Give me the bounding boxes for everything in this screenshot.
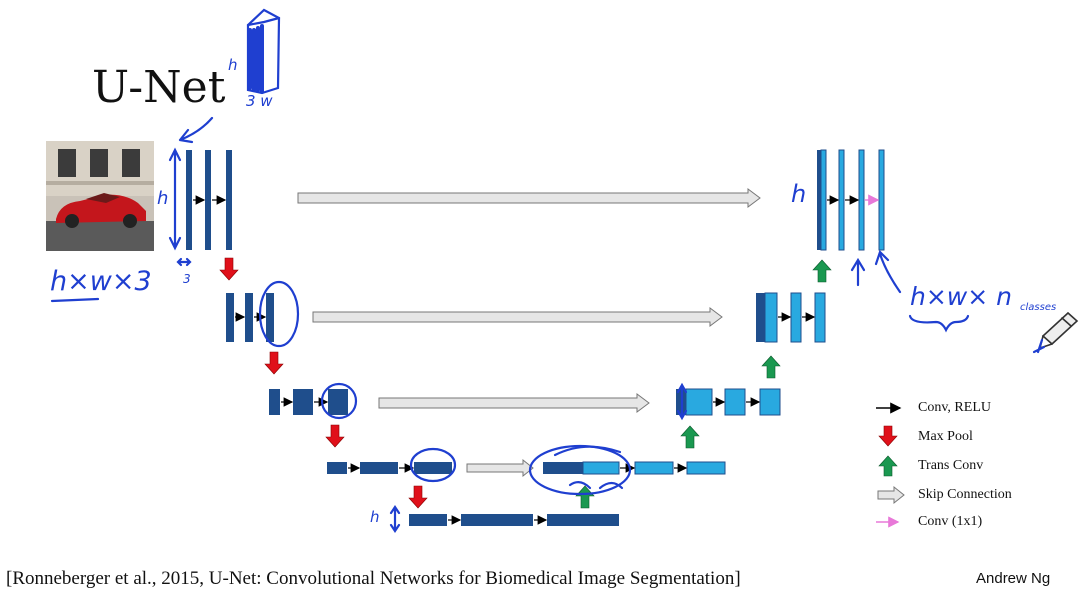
highlight-circle [409, 447, 457, 483]
encoder-block [461, 514, 533, 526]
skip-copy-block [756, 293, 765, 342]
trans-conv-arrow [761, 355, 781, 379]
cube-dims-label: 3 w [246, 92, 273, 110]
legend-skip-connection-icon [877, 485, 905, 505]
skip-connections [297, 188, 761, 478]
input-dims-label: h×w×3 [50, 266, 152, 297]
author-name: Andrew Ng [976, 570, 1051, 587]
max-pool-arrow [325, 424, 345, 448]
output-arrow [874, 249, 902, 294]
encoder-block [205, 150, 211, 250]
cube-fill-strokes [248, 24, 264, 94]
encoder-block [409, 514, 447, 526]
input-h-label: h [157, 188, 169, 209]
diagram-title: U-Net [92, 62, 226, 113]
output-h-label: h [791, 180, 807, 208]
encoder-block [360, 462, 398, 474]
encoder-block [414, 462, 452, 474]
decoder-block [790, 292, 802, 343]
legend-trans-conv-label: Trans Conv [918, 458, 984, 473]
highlight-scribble [553, 445, 624, 490]
pencil-icon [1038, 311, 1079, 350]
encoder-block [293, 389, 313, 415]
encoder-block [266, 293, 274, 342]
bottom-height-bracket [389, 505, 401, 533]
double-arrow-mark [676, 382, 688, 421]
decoder-block [759, 388, 781, 416]
decoder-level-3 [676, 388, 781, 416]
cube-sketch [246, 8, 281, 95]
decoder-block [858, 149, 865, 251]
decoder-block [838, 149, 845, 251]
cube-h-label: h [228, 56, 238, 74]
legend-skip-connection-label: Skip Connection [918, 487, 1012, 502]
decoder-block [814, 292, 826, 343]
cube-top-edge [246, 16, 281, 27]
encoder-block [226, 150, 232, 250]
legend-max-pool-label: Max Pool [918, 429, 973, 444]
max-pool-arrow [264, 351, 284, 375]
output-classes-label: classes [1020, 302, 1057, 313]
legend-max-pool-icon [878, 425, 898, 447]
legend-conv-1x1-label: Conv (1x1) [918, 514, 983, 529]
encoder-level-2 [226, 293, 274, 342]
encoder-block [226, 293, 234, 342]
trans-conv-arrow [575, 485, 595, 509]
legend-trans-conv-icon [878, 455, 898, 477]
input-height-bracket [168, 147, 182, 251]
output-dims-brace [908, 314, 970, 333]
skip-copy-block [543, 462, 583, 474]
encoder-block [186, 150, 192, 250]
encoder-block [269, 389, 280, 415]
decoder-level-2 [756, 292, 826, 343]
decoder-block [724, 388, 746, 416]
skip-copy-block [817, 150, 821, 250]
legend-conv-relu-label: Conv, RELU [918, 400, 991, 415]
highlight-circle [258, 280, 300, 348]
decoder-block [685, 388, 713, 416]
skip-connection-arrow [297, 188, 761, 208]
input-image-car [46, 141, 154, 251]
decoder-block [686, 461, 726, 475]
encoder-block [327, 462, 347, 474]
trans-conv-arrows [575, 259, 832, 509]
trans-conv-arrow [812, 259, 832, 283]
max-pool-arrow [219, 257, 239, 281]
skip-connection-arrow [378, 393, 650, 413]
decoder-level-1 [817, 149, 885, 251]
legend-icons [876, 402, 905, 528]
input-dims-underline [50, 297, 100, 303]
highlight-circle [320, 382, 358, 420]
encoder-level-3 [269, 389, 348, 415]
skip-connection-arrow [312, 307, 723, 327]
decoder-level-4 [543, 461, 726, 475]
annotation-arrow [178, 116, 214, 144]
decoder-block [820, 149, 827, 251]
max-pool-arrows [219, 257, 428, 509]
bottleneck-level [409, 514, 619, 526]
highlight-circle [528, 444, 632, 496]
output-dims-label: h×w× n [910, 282, 1012, 311]
input-channels-label: 3 [183, 272, 191, 286]
decoder-block [764, 292, 778, 343]
max-pool-arrow [408, 485, 428, 509]
output-arrow [850, 257, 866, 287]
encoder-level-1 [186, 150, 232, 250]
decoder-block [634, 461, 674, 475]
encoder-block [547, 514, 619, 526]
skip-connection-arrow [466, 458, 534, 478]
encoder-block [245, 293, 253, 342]
decoder-block [582, 461, 620, 475]
trans-conv-arrow [680, 425, 700, 449]
encoder-block [328, 389, 348, 415]
encoder-level-4 [327, 462, 452, 474]
citation-text: [Ronneberger et al., 2015, U-Net: Convol… [6, 568, 741, 589]
bottom-h-label: h [370, 508, 380, 526]
input-channel-bracket [176, 257, 192, 267]
handwritten-annotations [50, 8, 1079, 533]
output-block [878, 149, 885, 251]
pencil-trail [1032, 338, 1046, 354]
